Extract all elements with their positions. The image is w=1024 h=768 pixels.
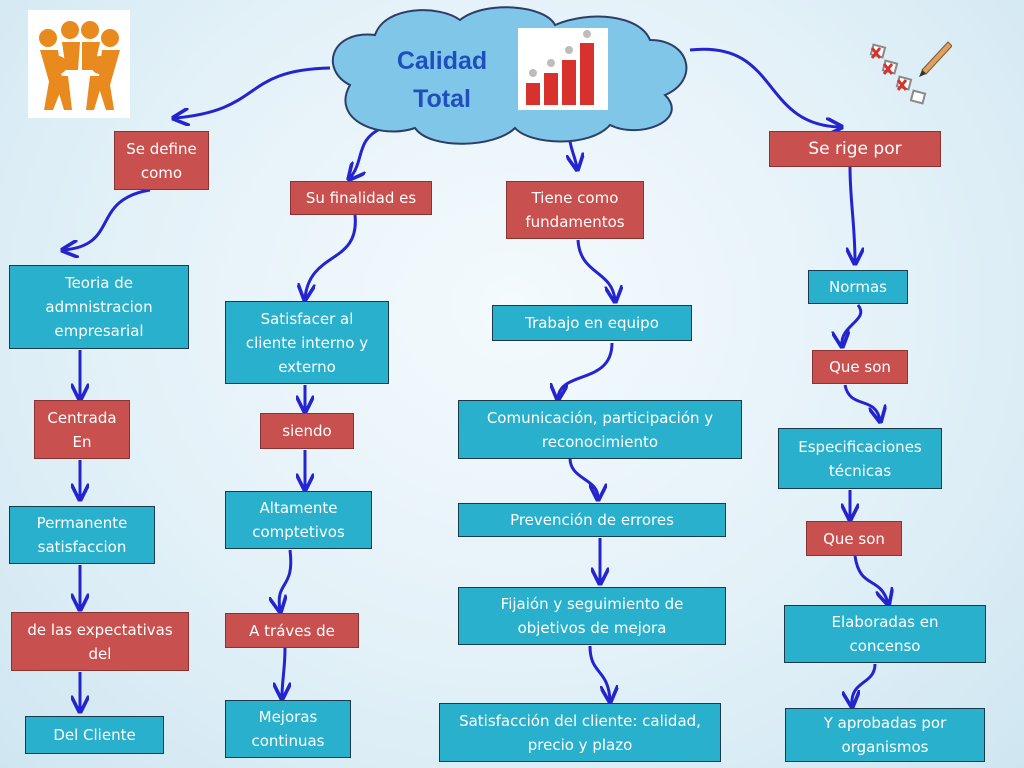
- node-prevencion-text: Prevención de errores: [510, 511, 674, 529]
- node-elaboradas-consenso: Elaboradas en concenso: [784, 605, 986, 663]
- link-su-finalidad-es: Su finalidad es: [290, 181, 432, 215]
- link-que-son-1: Que son: [812, 350, 908, 384]
- root-title: Calidad Total: [372, 42, 512, 118]
- link-a-traves-de: A tráves de: [225, 613, 359, 648]
- link-a-traves-text: A tráves de: [249, 621, 335, 640]
- node-especificaciones-line2: técnicas: [828, 461, 892, 480]
- node-satisfacer-line1: Satisfacer al: [260, 309, 354, 328]
- node-especificaciones-tecnicas: Especificaciones técnicas: [778, 428, 942, 489]
- node-satisfaccion-line2: precio y plazo: [527, 735, 633, 754]
- node-normas: Normas: [808, 270, 908, 304]
- root-title-line1: Calidad: [396, 47, 488, 75]
- node-comunicacion-line1: Comunicación, participación y: [486, 408, 714, 427]
- node-satisfacer-line2: cliente interno y: [245, 333, 369, 352]
- node-trabajo-text: Trabajo en equipo: [525, 314, 659, 332]
- node-altamente-line2: comptetivos: [252, 523, 345, 541]
- podium-chart-icon: [518, 28, 608, 110]
- arrow-define-to-teoria: [64, 188, 151, 250]
- node-aprobadas-line1: Y aprobadas por: [823, 714, 947, 732]
- link-centrada-line2: En: [72, 432, 92, 451]
- checklist-pencil-icon: [869, 41, 952, 105]
- arrow-queson2-to-elaboradas: [853, 555, 888, 603]
- node-aprobadas-organismos: Y aprobadas por organismos: [785, 708, 985, 762]
- link-su-finalidad-text: Su finalidad es: [305, 189, 417, 207]
- node-satisfacer-cliente: Satisfacer al cliente interno y externo: [225, 301, 389, 384]
- node-satisfaccion-line1: Satisfacción del cliente: calidad,: [459, 711, 701, 730]
- node-fijacion-line1: Fijaión y seguimiento de: [500, 595, 684, 613]
- node-altamente-line1: Altamente: [259, 499, 338, 517]
- link-se-define-line2: como: [140, 163, 183, 182]
- arrow-atraves-to-mejoras: [282, 647, 285, 697]
- link-que-son-1-text: Que son: [829, 358, 891, 376]
- node-elaboradas-line2: concenso: [849, 637, 921, 655]
- link-se-define-line1: Se define: [126, 139, 197, 158]
- node-comunicacion-participacion: Comunicación, participación y reconocimie…: [458, 400, 742, 459]
- node-normas-text: Normas: [829, 278, 887, 296]
- arrow-cloud-to-finalidad: [350, 126, 383, 178]
- team-figures-icon: [28, 10, 130, 118]
- link-centrada-line1: Centrada: [47, 408, 117, 427]
- link-fundamentos-line1: Tiene como: [531, 189, 619, 207]
- arrow-cloud-to-define: [175, 66, 331, 118]
- node-permanente-line2: satisfaccion: [37, 538, 127, 556]
- node-aprobadas-line2: organismos: [841, 738, 929, 756]
- node-del-cliente: Del Cliente: [25, 716, 164, 754]
- arrow-queson1-to-especificaciones: [843, 384, 880, 420]
- node-fijacion-objetivos: Fijaión y seguimiento de objetivos de mej…: [458, 587, 726, 645]
- link-expectativas-line1: de las expectativas: [27, 620, 173, 639]
- node-teoria-administracion: Teoria de admnistracion empresarial: [9, 265, 189, 349]
- node-mejoras-line1: Mejoras: [258, 708, 318, 726]
- arrow-fundamentos-to-trabajo: [576, 239, 615, 300]
- node-elaboradas-line1: Elaboradas en: [831, 613, 939, 631]
- node-comunicacion-line2: reconocimiento: [541, 432, 659, 451]
- link-expectativas-line2: del: [88, 644, 112, 663]
- node-prevencion-errores: Prevención de errores: [458, 503, 726, 537]
- link-que-son-2-text: Que son: [823, 529, 885, 548]
- node-teoria-line1: Teoria de: [64, 274, 134, 292]
- link-fundamentos-line2: fundamentos: [525, 213, 625, 231]
- arrow-altamente-to-atraves: [279, 549, 293, 610]
- node-permanente-satisfaccion: Permanente satisfaccion: [9, 506, 155, 564]
- arrow-normas-to-queson1: [842, 304, 863, 345]
- arrow-finalidad-to-satisfacer: [305, 214, 357, 298]
- link-que-son-2: Que son: [806, 521, 902, 556]
- arrow-elaboradas-to-aprobadas: [852, 663, 877, 705]
- arrow-trabajo-to-comunicacion: [558, 342, 614, 398]
- node-permanente-line1: Permanente: [36, 514, 128, 532]
- link-de-las-expectativas: de las expectativas del: [11, 612, 189, 671]
- link-se-rige-por: Se rige por: [769, 131, 941, 167]
- node-altamente-competitivos: Altamente comptetivos: [225, 491, 372, 549]
- node-satisfaccion-cliente-calidad: Satisfacción del cliente: calidad, precio…: [439, 703, 721, 762]
- link-tiene-como-fundamentos: Tiene como fundamentos: [506, 181, 644, 239]
- node-mejoras-continuas: Mejoras continuas: [225, 700, 351, 758]
- node-especificaciones-line1: Especificaciones: [798, 437, 922, 456]
- node-del-cliente-text: Del Cliente: [53, 726, 136, 744]
- link-se-define-como: Se define como: [114, 131, 209, 190]
- arrow-fijacion-to-satisfaccion: [588, 645, 610, 700]
- arrow-rige-to-normas: [850, 166, 855, 262]
- node-fijacion-line2: objetivos de mejora: [517, 619, 667, 637]
- arrow-comunicacion-to-prevencion: [568, 457, 598, 498]
- link-siendo: siendo: [260, 413, 354, 449]
- link-siendo-text: siendo: [282, 422, 332, 440]
- node-teoria-line3: empresarial: [54, 322, 144, 340]
- node-satisfacer-line3: externo: [278, 357, 336, 376]
- node-trabajo-en-equipo: Trabajo en equipo: [492, 305, 692, 341]
- link-se-rige-text: Se rige por: [808, 139, 902, 159]
- arrow-cloud-to-rige: [689, 47, 840, 127]
- node-mejoras-line2: continuas: [251, 732, 325, 750]
- root-title-line2: Total: [413, 85, 471, 113]
- node-teoria-line2: admnistracion: [45, 298, 153, 316]
